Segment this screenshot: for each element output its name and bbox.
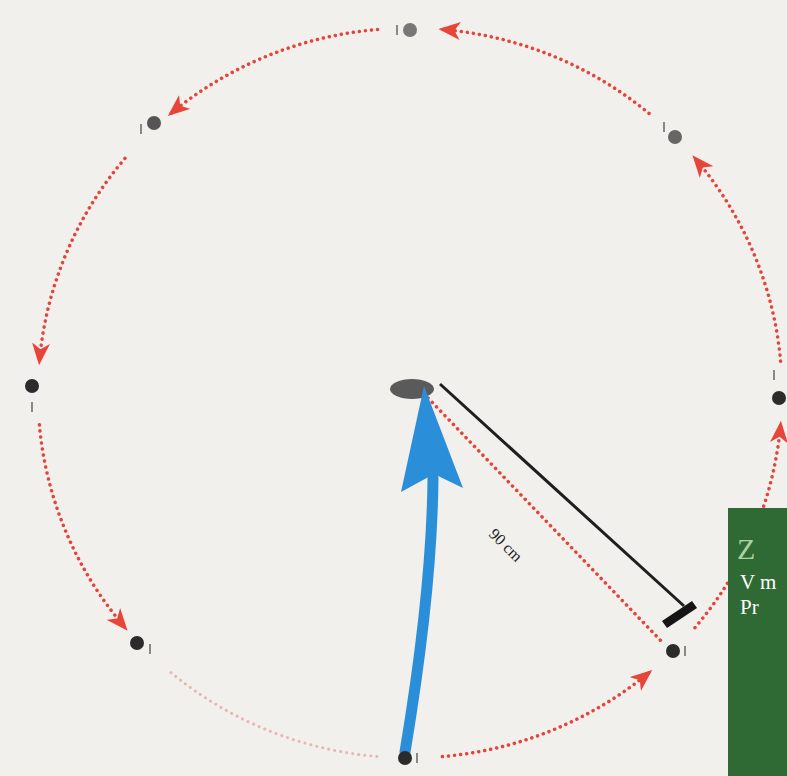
dotted-arc-arrow: [171, 29, 378, 113]
golf-ball: [666, 644, 680, 658]
blue-arrow-shaft: [405, 478, 433, 752]
golf-ball: [668, 130, 682, 144]
dotted-arc-arrow: [442, 29, 649, 113]
box-text: V m Pr: [740, 570, 787, 620]
tick-mark: [396, 25, 397, 35]
golf-ball: [403, 23, 417, 37]
note-box: Z V m Pr: [728, 508, 787, 776]
putter-head: [662, 601, 697, 628]
golf-ball: [772, 391, 786, 405]
dimension-label: 90 cm: [485, 525, 526, 566]
blue-arrow-head: [401, 386, 463, 492]
dotted-arc-arrow: [695, 158, 781, 361]
ball-tick-marks: [32, 25, 774, 763]
tick-mark: [416, 753, 417, 763]
circle-path-arrows: [39, 29, 780, 756]
dotted-radius-line: [428, 398, 664, 644]
dotted-arc-arrow: [39, 158, 125, 361]
golf-ball: [398, 751, 412, 765]
golf-ball: [147, 116, 161, 130]
tick-mark: [773, 370, 774, 380]
dotted-arc-arrow: [39, 425, 125, 628]
tick-mark: [663, 122, 664, 132]
tick-mark: [149, 644, 150, 654]
tick-mark: [684, 646, 685, 656]
tick-mark: [31, 402, 32, 412]
box-heading: Z: [737, 534, 787, 564]
golf-ball: [130, 636, 144, 650]
balls: [25, 23, 786, 765]
faint-dotted-arc: [171, 673, 378, 757]
golf-ball: [25, 379, 39, 393]
dotted-arc-arrow: [442, 673, 649, 757]
tick-mark: [140, 124, 141, 134]
putter-shaft: [440, 384, 684, 606]
